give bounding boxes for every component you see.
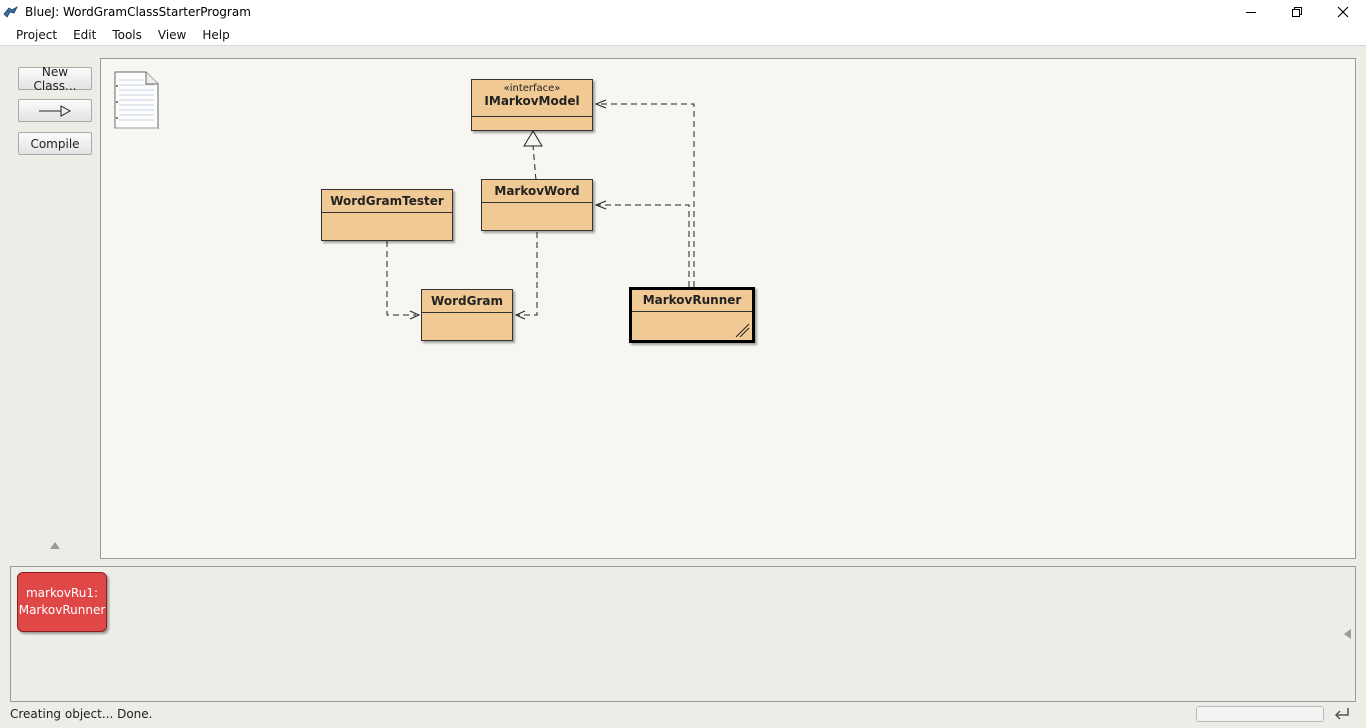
- new-class-button[interactable]: New Class...: [18, 65, 92, 93]
- bluej-logo-icon: [3, 5, 18, 18]
- menu-view[interactable]: View: [157, 27, 187, 42]
- object-instance-name: markovRu1:: [25, 586, 99, 600]
- menu-edit[interactable]: Edit: [73, 27, 97, 42]
- class-separator: [422, 312, 512, 313]
- class-name: MarkovRunner: [642, 293, 742, 307]
- expand-left-arrow-icon[interactable]: [1342, 628, 1352, 640]
- title-bar: BlueJ: WordGramClassStarterProgram: [0, 0, 1366, 24]
- class-separator: [322, 212, 452, 213]
- window-title: BlueJ: WordGramClassStarterProgram: [25, 5, 251, 19]
- class-imarkovmodel[interactable]: «interface» IMarkovModel: [471, 79, 593, 131]
- class-markovrunner[interactable]: MarkovRunner: [629, 287, 755, 343]
- collapse-up-arrow-icon[interactable]: [49, 540, 61, 550]
- progress-bar: [1196, 706, 1324, 722]
- window-controls: [1228, 0, 1366, 24]
- status-message: Creating object... Done.: [10, 707, 153, 721]
- resize-handle-icon[interactable]: [734, 322, 750, 338]
- class-separator: [472, 116, 592, 117]
- class-markovword[interactable]: MarkovWord: [481, 179, 593, 231]
- uses-arrow-icon: [39, 104, 72, 117]
- compile-button[interactable]: Compile: [18, 132, 92, 155]
- class-name: IMarkovModel: [484, 94, 580, 108]
- menu-project[interactable]: Project: [16, 27, 58, 42]
- restore-icon: [1292, 7, 1302, 17]
- menu-help[interactable]: Help: [202, 27, 230, 42]
- class-separator: [482, 202, 592, 203]
- class-wordgramtester[interactable]: WordGramTester: [321, 189, 453, 241]
- menu-tools[interactable]: Tools: [112, 27, 142, 42]
- readme-document-icon[interactable]: [112, 70, 160, 130]
- restore-button[interactable]: [1274, 0, 1320, 24]
- new-arrow-button[interactable]: [18, 99, 92, 122]
- class-name: WordGram: [431, 294, 503, 308]
- class-name: MarkovWord: [494, 184, 580, 198]
- object-class-name: MarkovRunner: [18, 603, 106, 617]
- class-stereotype: «interface»: [503, 83, 561, 94]
- class-name: WordGramTester: [330, 194, 444, 208]
- class-wordgram[interactable]: WordGram: [421, 289, 513, 341]
- object-bench[interactable]: [10, 566, 1356, 702]
- class-separator: [632, 311, 752, 312]
- reset-vm-icon[interactable]: [1333, 705, 1351, 723]
- minimize-button[interactable]: [1228, 0, 1274, 24]
- minimize-icon: [1246, 12, 1256, 13]
- object-markovrunner-instance[interactable]: markovRu1: MarkovRunner: [17, 572, 107, 632]
- menu-bar: Project Edit Tools View Help: [0, 24, 1366, 46]
- close-button[interactable]: [1320, 0, 1366, 24]
- close-icon: [1337, 6, 1349, 18]
